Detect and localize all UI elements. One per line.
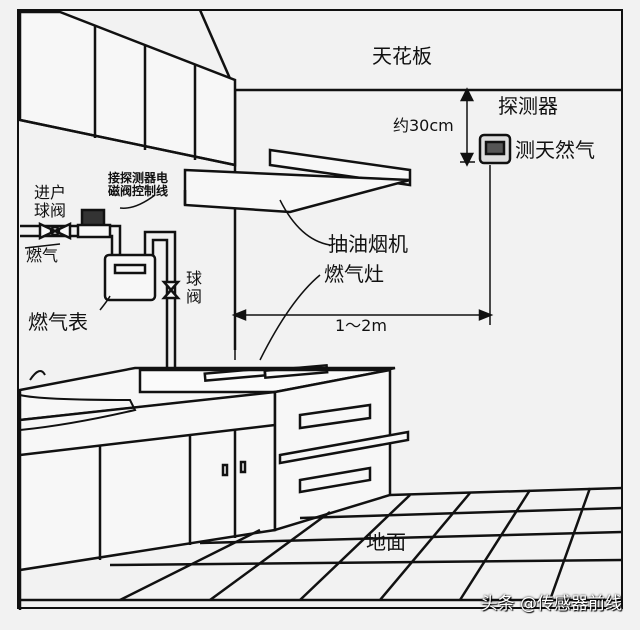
label-range-hood: 抽油烟机 [328, 232, 408, 256]
label-ball-valve: 球阀 [186, 269, 203, 306]
label-control-wire: 接探测器电磁阀控制线 [108, 171, 169, 198]
label-ceiling: 天花板 [372, 44, 432, 68]
label-gas-in: 燃气 [26, 246, 59, 265]
label-gas-stove: 燃气灶 [324, 262, 384, 286]
label-detector: 探测器 [498, 94, 558, 118]
label-floor: 地面 [366, 530, 406, 554]
label-inlet-valve: 进户球阀 [34, 183, 67, 220]
label-distance-stove: 1～2m [335, 316, 387, 335]
label-gas-meter: 燃气表 [28, 310, 88, 334]
label-distance-ceiling: 约30cm [393, 116, 454, 135]
label-detector-note: 测天然气 [515, 138, 595, 162]
watermark: 头条 @传感器前线 [480, 594, 622, 614]
